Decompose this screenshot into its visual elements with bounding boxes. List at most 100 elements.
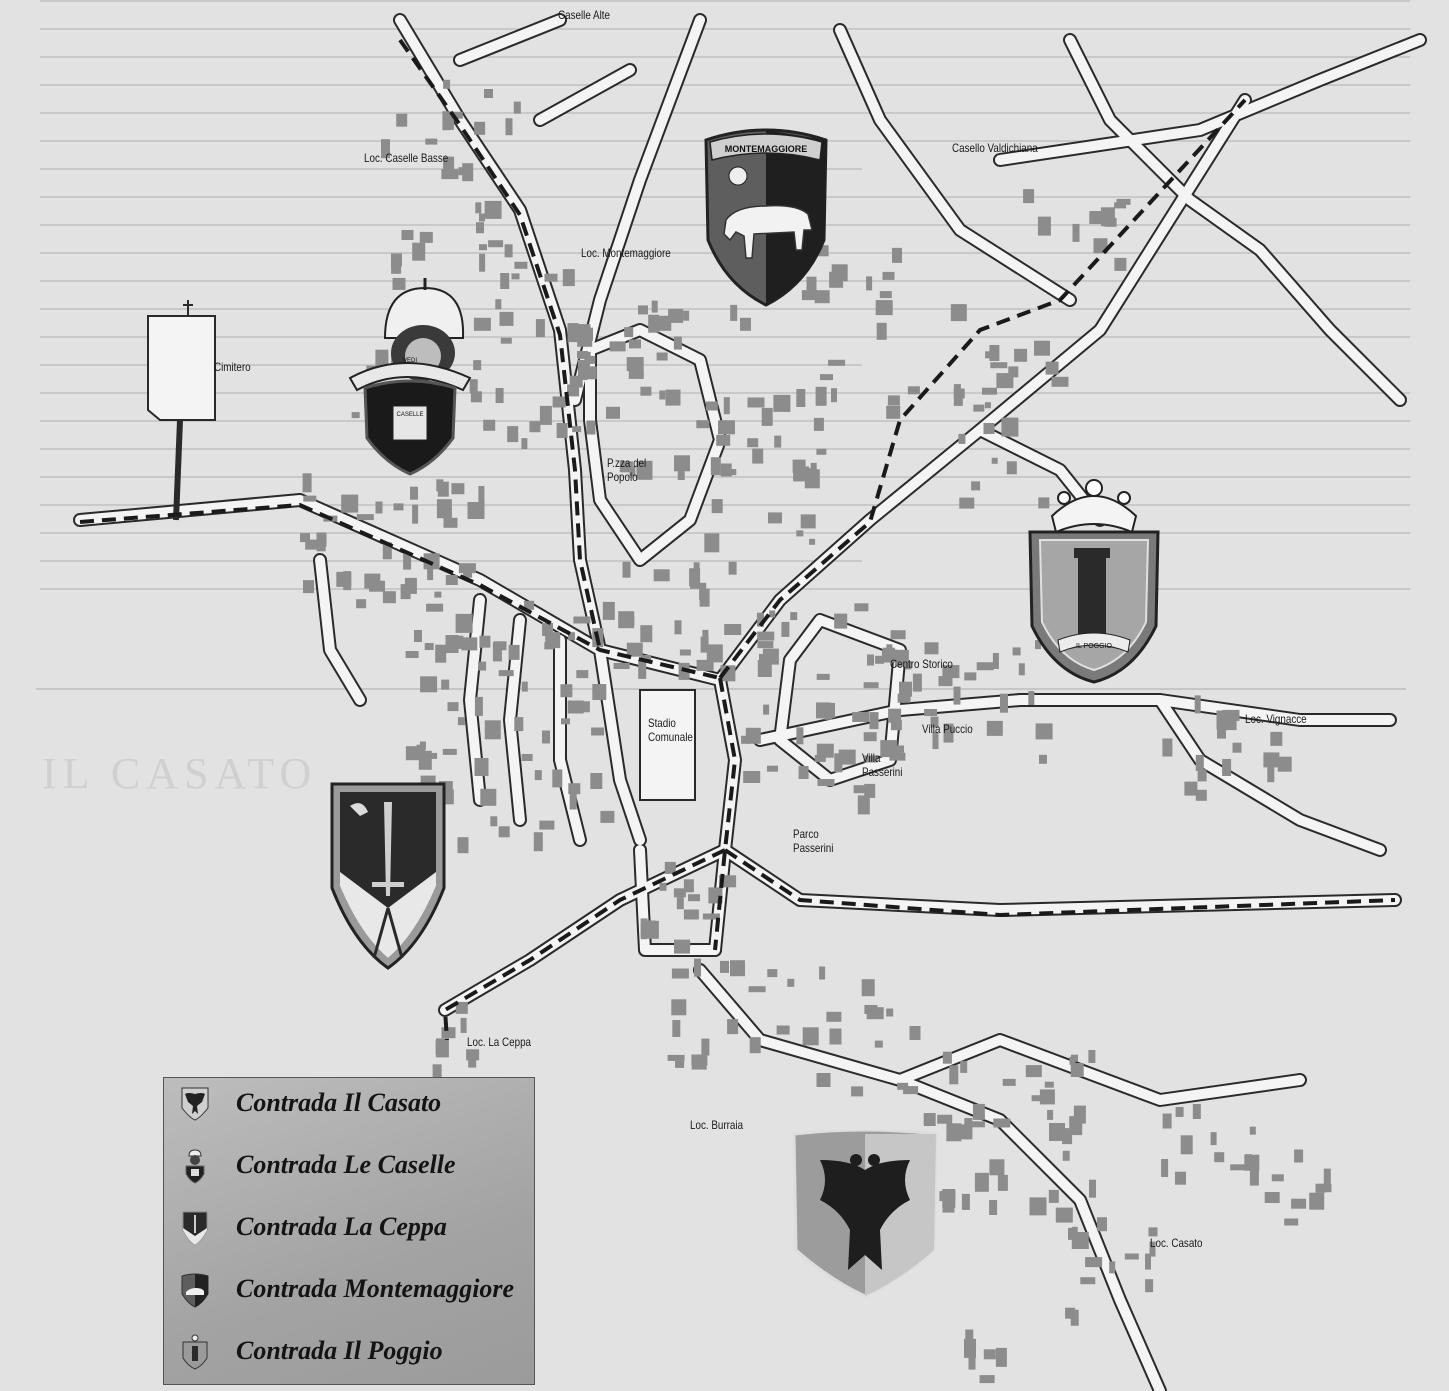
building — [474, 758, 489, 776]
building — [412, 504, 419, 524]
label-villa-puccio: Villa Puccio — [922, 722, 973, 736]
building — [942, 1196, 955, 1213]
building — [1062, 1150, 1070, 1161]
building — [469, 379, 478, 394]
building — [1217, 719, 1226, 739]
building — [580, 370, 588, 381]
building — [673, 336, 682, 350]
building — [939, 1191, 956, 1202]
building — [968, 1121, 985, 1128]
building — [974, 1172, 989, 1192]
building — [619, 461, 633, 473]
building — [820, 703, 835, 718]
building — [419, 231, 433, 243]
building — [767, 765, 778, 772]
building — [1175, 1107, 1184, 1117]
building — [968, 1357, 976, 1370]
building — [674, 455, 690, 472]
building — [989, 1159, 1005, 1176]
label-casato: Loc. Casato — [1150, 1236, 1203, 1250]
building — [727, 1019, 739, 1035]
building — [990, 362, 1008, 369]
building — [1001, 417, 1019, 437]
building — [993, 1118, 1011, 1128]
building — [702, 913, 720, 920]
building — [381, 139, 390, 159]
building — [787, 978, 795, 987]
building — [959, 497, 975, 509]
building — [1291, 1198, 1307, 1209]
building — [953, 397, 963, 406]
building — [689, 568, 701, 587]
building — [1162, 738, 1173, 757]
building — [997, 1174, 1008, 1191]
building — [609, 341, 626, 352]
building — [656, 352, 668, 361]
building — [774, 435, 782, 448]
building — [552, 396, 566, 408]
building — [442, 748, 457, 755]
building — [869, 712, 879, 730]
building — [718, 420, 735, 435]
building — [622, 561, 631, 578]
building — [435, 644, 447, 663]
building — [1109, 1261, 1116, 1274]
background-text-line — [40, 476, 1410, 478]
caselle-crest-text: CASELLE — [396, 412, 423, 418]
background-heading: IL CASATO — [42, 749, 318, 798]
legend-label: Contrada Montemaggiore — [236, 1274, 515, 1303]
label-parco: Parco Passerini — [793, 827, 834, 855]
building — [950, 304, 967, 322]
building — [866, 1007, 884, 1020]
building — [1014, 348, 1028, 362]
building — [539, 405, 552, 425]
stadium — [639, 689, 696, 801]
building — [626, 357, 644, 372]
building — [964, 672, 977, 681]
building — [857, 795, 870, 815]
building — [955, 1124, 973, 1140]
building — [1149, 1241, 1156, 1257]
label-caselle-alte: Caselle Alte — [558, 8, 610, 22]
building — [1222, 759, 1232, 776]
building — [683, 310, 690, 321]
building — [892, 247, 902, 263]
building — [912, 673, 922, 692]
label-montemaggiore: Loc. Montemaggiore — [581, 246, 671, 260]
building — [710, 457, 721, 476]
building — [659, 390, 666, 400]
building — [1195, 789, 1207, 801]
building — [909, 1026, 921, 1040]
building — [1028, 691, 1035, 705]
building — [923, 1113, 936, 1126]
building — [1018, 663, 1025, 676]
building — [958, 433, 966, 444]
building — [829, 1028, 842, 1045]
building — [591, 727, 605, 736]
building — [423, 553, 440, 570]
building — [1039, 754, 1047, 764]
legend-label: Contrada Il Poggio — [236, 1336, 443, 1365]
building — [890, 720, 902, 731]
building — [1065, 1307, 1076, 1319]
background-text-line — [40, 588, 1410, 590]
building — [971, 481, 981, 491]
building — [1069, 1056, 1076, 1065]
building — [866, 276, 873, 291]
building — [436, 499, 452, 519]
montemaggiore-crest: MONTEMAGGIORE — [704, 128, 828, 307]
building — [1023, 189, 1035, 204]
building — [665, 389, 681, 406]
building — [905, 661, 912, 670]
building — [535, 319, 545, 338]
building — [863, 732, 877, 742]
building — [691, 1060, 707, 1070]
building — [1264, 1192, 1280, 1203]
building — [514, 717, 524, 732]
building — [863, 755, 878, 763]
building — [747, 397, 765, 408]
building — [802, 1027, 819, 1046]
building — [854, 603, 869, 612]
background-text-line — [40, 28, 1410, 30]
building — [741, 735, 751, 744]
